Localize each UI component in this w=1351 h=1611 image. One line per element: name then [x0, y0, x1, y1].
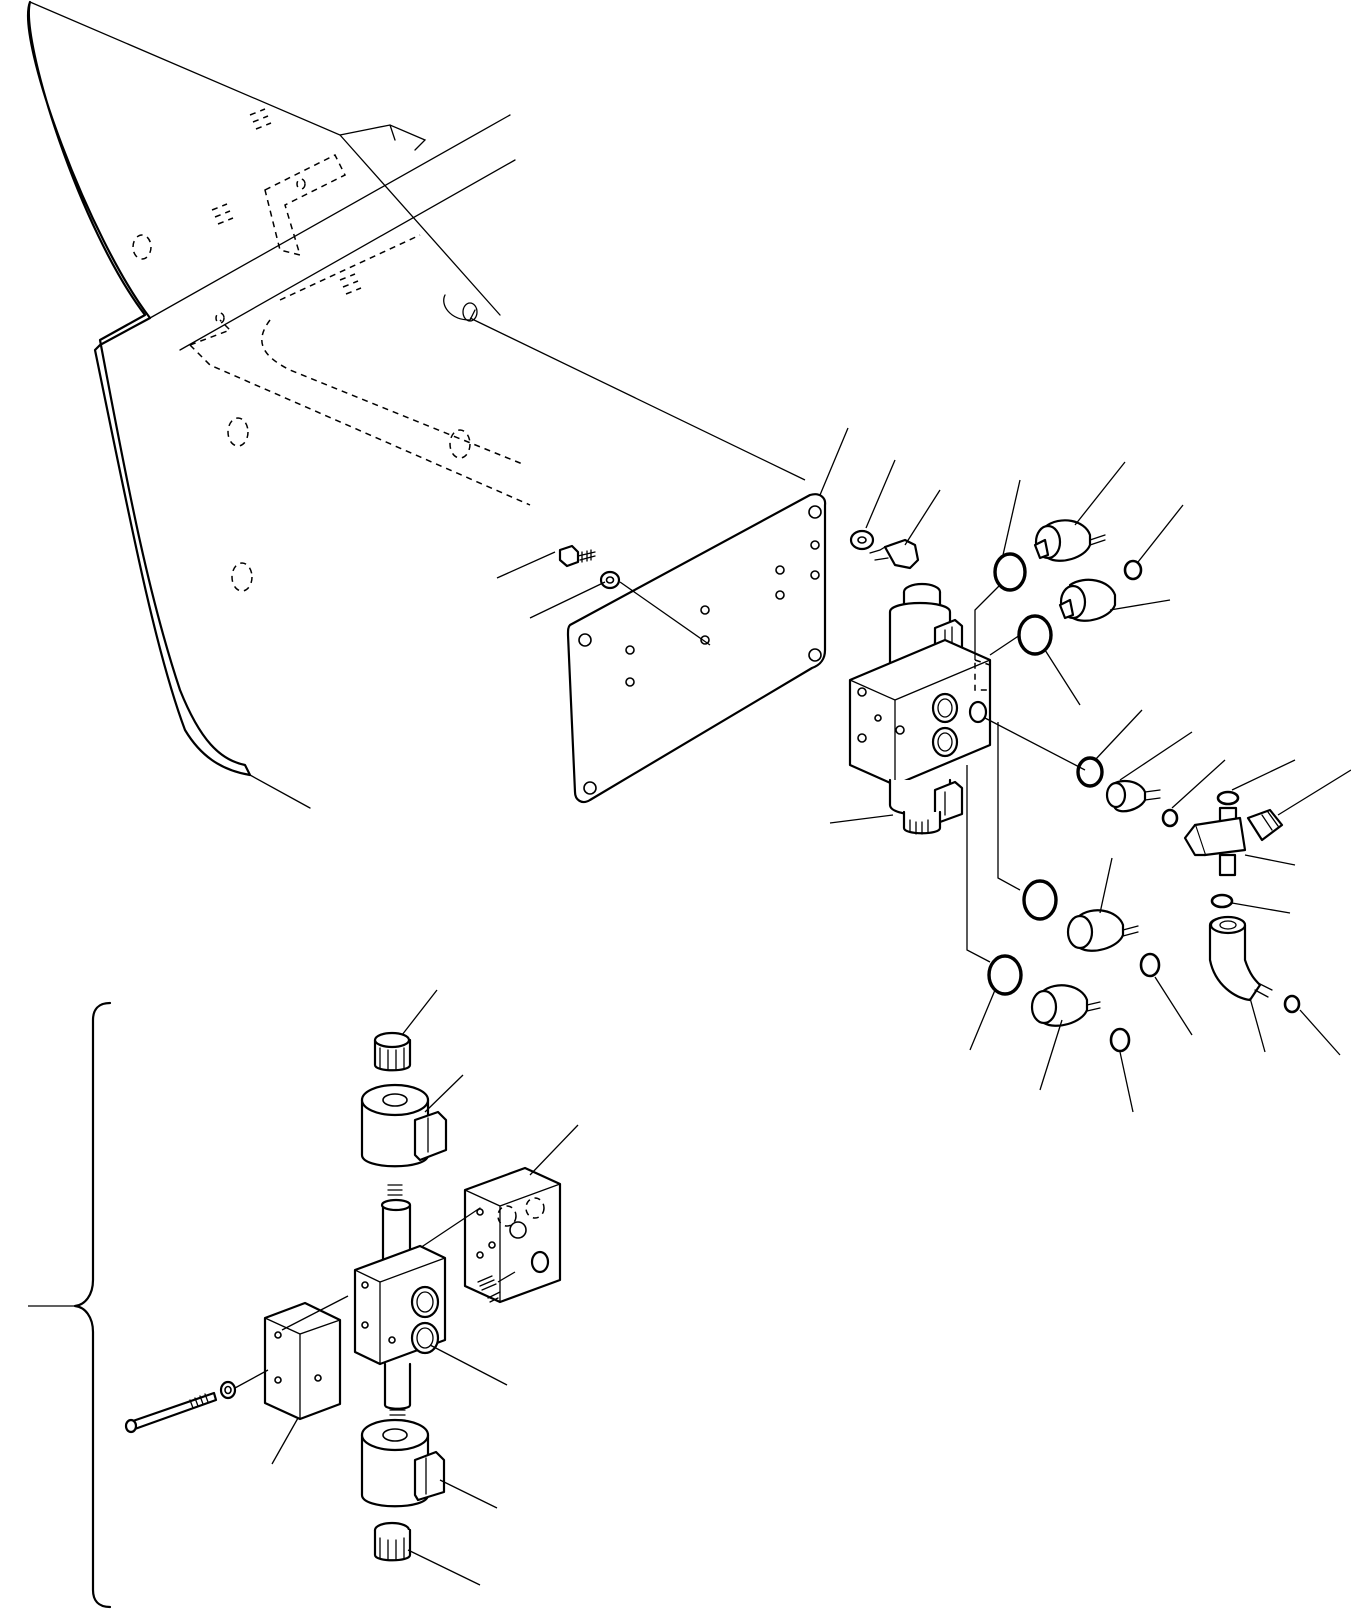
- valve-detail-bracket: [28, 1001, 112, 1609]
- callout-leaders-detail: [401, 989, 579, 1586]
- fittings-lower: [987, 879, 1161, 1053]
- plate-fasteners: [558, 529, 920, 646]
- port-lead-lines: [966, 584, 1086, 963]
- fittings-middle: [1076, 756, 1301, 1014]
- valve-detail-exploded: [124, 1031, 562, 1562]
- fittings-upper: [993, 519, 1143, 656]
- stud-marks: [132, 108, 478, 592]
- mounting-plate: [566, 493, 827, 804]
- callout-leaders-upper: [496, 427, 1351, 1113]
- frame-panel: [27, 0, 806, 809]
- directional-valve-assembly: [848, 582, 992, 835]
